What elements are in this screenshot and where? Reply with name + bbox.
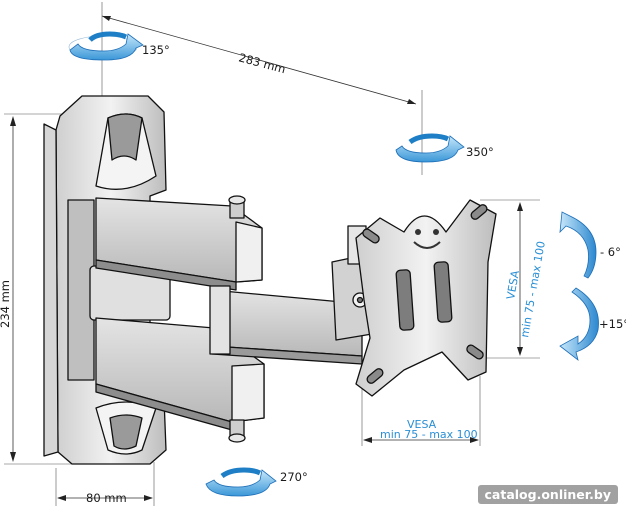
rotate-arrow-350-icon [395, 133, 465, 163]
dimension-80 [55, 462, 155, 506]
label-plate-width: 80 mm [86, 491, 127, 505]
label-arm-length: 283 mm [237, 50, 287, 76]
dimension-vesa-vertical [480, 199, 540, 359]
label-tilt-up: - 6° [600, 245, 621, 259]
smiley-eye-left [415, 229, 421, 235]
tilt-up-arrow-icon [559, 211, 597, 279]
smiley-eye-right [433, 229, 439, 235]
dimension-vesa-horizontal [361, 376, 481, 446]
tilt-down-arrow-icon [559, 287, 599, 362]
watermark: catalog.onliner.by [477, 485, 618, 504]
label-height: 234 mm [0, 280, 12, 328]
label-tilt-down: +15° [599, 317, 626, 331]
rotate-arrow-135-icon [68, 31, 144, 61]
middle-arm [209, 285, 363, 365]
upper-arm [95, 195, 263, 291]
label-vesa-vertical-title: VESA [504, 269, 522, 300]
label-vesa-horizontal-range: min 75 - max 100 [380, 428, 478, 441]
dimension-234 [4, 113, 72, 465]
label-rotation-270: 270° [280, 470, 308, 484]
label-rotation-135: 135° [142, 43, 170, 57]
rotate-arrow-270-icon [205, 467, 277, 497]
label-vesa-vertical-range: min 75 - max 100 [518, 240, 548, 338]
smiley-mouth [413, 241, 441, 249]
wall-plate [43, 95, 171, 465]
label-vesa-horizontal-title: VESA [407, 418, 437, 431]
dimension-283 [101, 2, 423, 175]
label-rotation-350: 350° [466, 145, 494, 159]
vesa-plate [355, 199, 497, 397]
